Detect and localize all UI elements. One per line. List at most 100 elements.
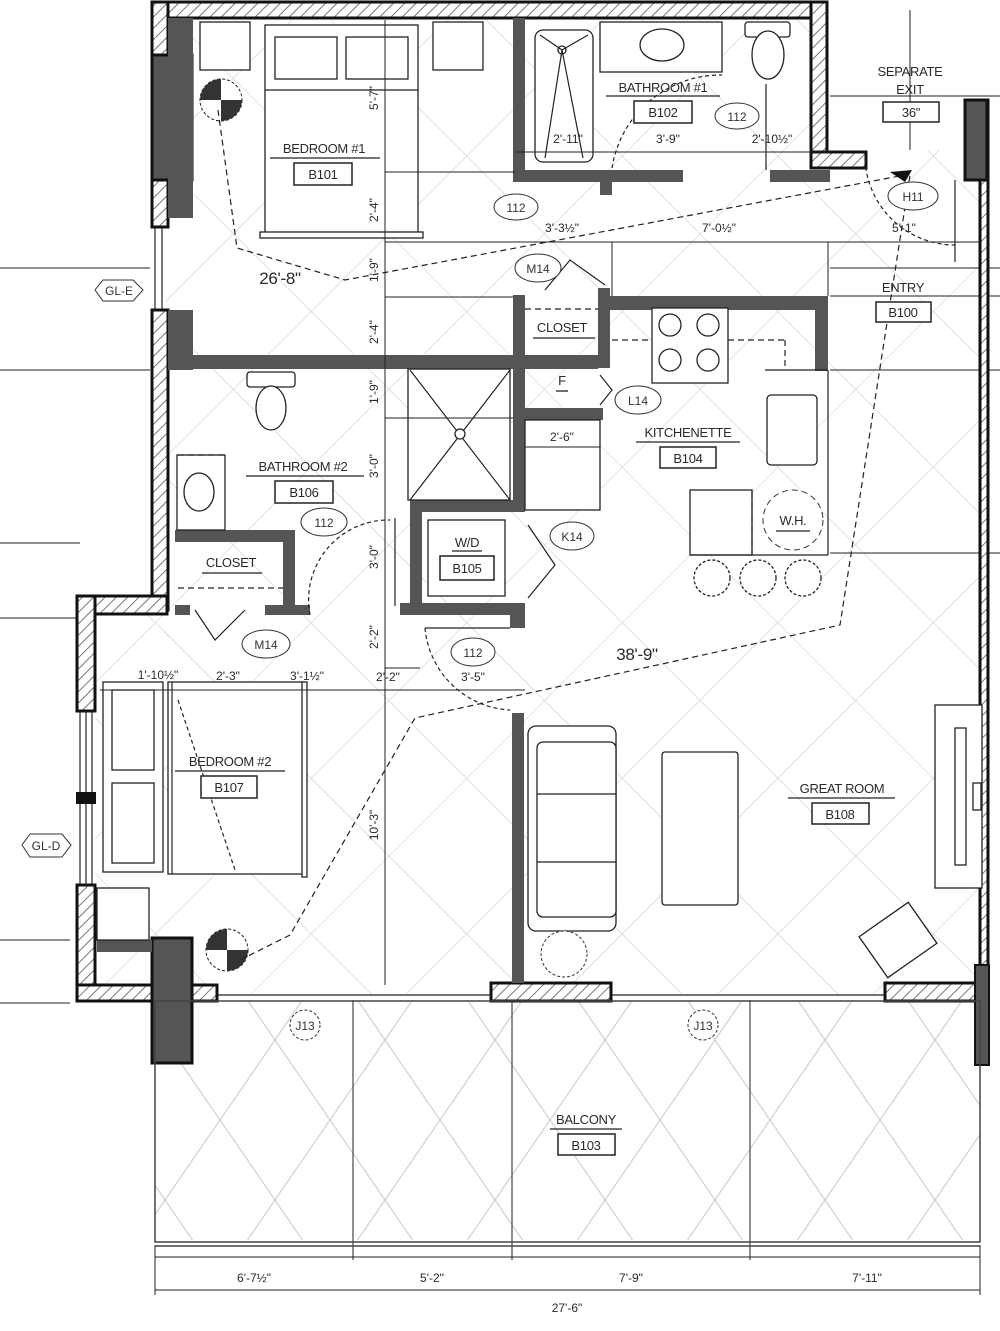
svg-text:KITCHENETTE: KITCHENETTE [645, 425, 733, 440]
svg-text:B100: B100 [888, 305, 917, 320]
svg-text:1'-9": 1'-9" [367, 380, 381, 404]
svg-text:5'-2": 5'-2" [420, 1271, 444, 1285]
svg-text:3'-3½": 3'-3½" [545, 221, 579, 235]
sofa [527, 725, 617, 932]
svg-text:BATHROOM #1: BATHROOM #1 [619, 80, 708, 95]
svg-text:B101: B101 [308, 167, 337, 182]
svg-text:L14: L14 [628, 394, 648, 408]
exterior-walls [75, 0, 990, 1003]
svg-text:2'-2": 2'-2" [376, 670, 400, 684]
water-heater: W.H. [762, 489, 824, 551]
tag-wd-k14: K14 [549, 521, 595, 551]
grid-line-marker-e: GL-E [94, 279, 144, 302]
room-label-bathroom-2: BATHROOM #2 B106 [246, 459, 364, 504]
room-label-fridge: F [556, 373, 568, 392]
door-tag-bathroom-2: 112 [300, 507, 348, 537]
svg-text:112: 112 [314, 516, 333, 530]
svg-text:B107: B107 [214, 780, 243, 795]
svg-text:2'-4": 2'-4" [367, 198, 381, 222]
svg-text:27'-6": 27'-6" [552, 1301, 583, 1315]
svg-text:B106: B106 [289, 485, 318, 500]
svg-text:2'-10½": 2'-10½" [752, 132, 793, 146]
bed-bedroom-1 [199, 21, 752, 239]
tag-balcony-j13-left: J13 [289, 1009, 321, 1041]
svg-text:B108: B108 [825, 807, 854, 822]
door-tag-bedroom-2: 112 [450, 637, 496, 667]
svg-text:J13: J13 [295, 1019, 315, 1033]
door-swings [194, 74, 956, 711]
svg-text:B102: B102 [648, 105, 677, 120]
grid-line-marker-d: GL-D [21, 833, 72, 858]
tag-balcony-j13-right: J13 [687, 1009, 719, 1041]
svg-text:2'-3": 2'-3" [216, 669, 240, 683]
svg-text:26'-8": 26'-8" [259, 269, 301, 288]
svg-text:W.H.: W.H. [780, 513, 807, 528]
room-label-bedroom-1: BEDROOM #1 B101 [270, 141, 380, 186]
svg-text:M14: M14 [254, 638, 278, 652]
svg-text:3'-0": 3'-0" [367, 545, 381, 569]
tag-pantry-l14: L14 [614, 385, 662, 415]
armchair [858, 901, 938, 979]
svg-text:10'-3": 10'-3" [367, 810, 381, 841]
svg-text:3'-0": 3'-0" [367, 454, 381, 478]
svg-text:ENTRY: ENTRY [882, 280, 925, 295]
svg-text:112: 112 [727, 110, 746, 124]
room-label-bedroom-2: BEDROOM #2 B107 [175, 754, 285, 799]
svg-text:BEDROOM #1: BEDROOM #1 [283, 141, 365, 156]
dimension-labels: 2'-11" 3'-9" 2'-10½" 3'-3½" 7'-0½" 5'-1"… [138, 86, 916, 1315]
room-label-separate-exit: SEPARATE EXIT 36" [877, 64, 943, 123]
svg-text:J13: J13 [693, 1019, 713, 1033]
bathroom-1-fixtures [534, 21, 791, 163]
svg-text:F: F [558, 373, 566, 388]
room-label-bathroom-1: BATHROOM #1 B102 [606, 80, 720, 124]
svg-text:CLOSET: CLOSET [537, 320, 588, 335]
svg-text:B105: B105 [452, 561, 481, 576]
svg-text:EXIT: EXIT [896, 82, 924, 97]
room-label-kitchenette: KITCHENETTE B104 [636, 425, 740, 469]
svg-text:GREAT ROOM: GREAT ROOM [800, 781, 885, 796]
svg-text:K14: K14 [561, 530, 583, 544]
svg-text:38'-9": 38'-9" [616, 645, 658, 664]
svg-text:W/D: W/D [455, 535, 479, 550]
svg-text:7'-11": 7'-11" [852, 1271, 882, 1285]
svg-text:BATHROOM #2: BATHROOM #2 [259, 459, 348, 474]
svg-text:112: 112 [463, 646, 482, 660]
sun-symbol-bedroom-2 [205, 928, 249, 972]
svg-text:7'-0½": 7'-0½" [702, 221, 736, 235]
dimension-lines [100, 10, 981, 1295]
svg-text:7'-9": 7'-9" [619, 1271, 643, 1285]
travel-distance-paths [217, 109, 912, 961]
svg-text:2'-6": 2'-6" [550, 430, 574, 444]
svg-text:M14: M14 [526, 262, 550, 276]
svg-text:GL-D: GL-D [32, 839, 61, 853]
side-table [540, 930, 588, 978]
room-label-entry: ENTRY B100 [875, 280, 932, 323]
kitchenette-fixtures [612, 307, 829, 597]
svg-text:3'-5": 3'-5" [461, 670, 485, 684]
svg-text:B104: B104 [673, 451, 702, 466]
svg-text:1'-9": 1'-9" [367, 258, 381, 282]
door-tag-bedroom-1: 112 [493, 193, 539, 221]
room-label-closet-top: CLOSET [533, 320, 595, 339]
svg-text:2'-4": 2'-4" [367, 320, 381, 344]
svg-text:6'-7½": 6'-7½" [237, 1271, 271, 1285]
svg-text:5'-7": 5'-7" [367, 86, 381, 110]
room-label-closet-bath2: CLOSET [202, 555, 262, 574]
room-label-balcony: BALCONY B103 [550, 1112, 622, 1156]
svg-text:GL-E: GL-E [105, 284, 133, 298]
svg-text:3'-1½": 3'-1½" [290, 669, 324, 683]
svg-text:H11: H11 [902, 190, 923, 204]
balcony-outline [154, 1000, 981, 1247]
svg-text:SEPARATE: SEPARATE [877, 64, 943, 79]
svg-text:BEDROOM #2: BEDROOM #2 [189, 754, 271, 769]
tag-closet-m14-bedroom-2: M14 [241, 629, 291, 659]
door-tag-entry: H11 [887, 181, 939, 211]
svg-text:3'-9": 3'-9" [656, 132, 680, 146]
coffee-table [661, 751, 739, 906]
svg-text:2'-2": 2'-2" [367, 625, 381, 649]
svg-text:1'-10½": 1'-10½" [138, 668, 179, 682]
room-label-great-room: GREAT ROOM B108 [788, 781, 895, 825]
svg-text:B103: B103 [571, 1138, 600, 1153]
reference-lines [0, 95, 1000, 1004]
